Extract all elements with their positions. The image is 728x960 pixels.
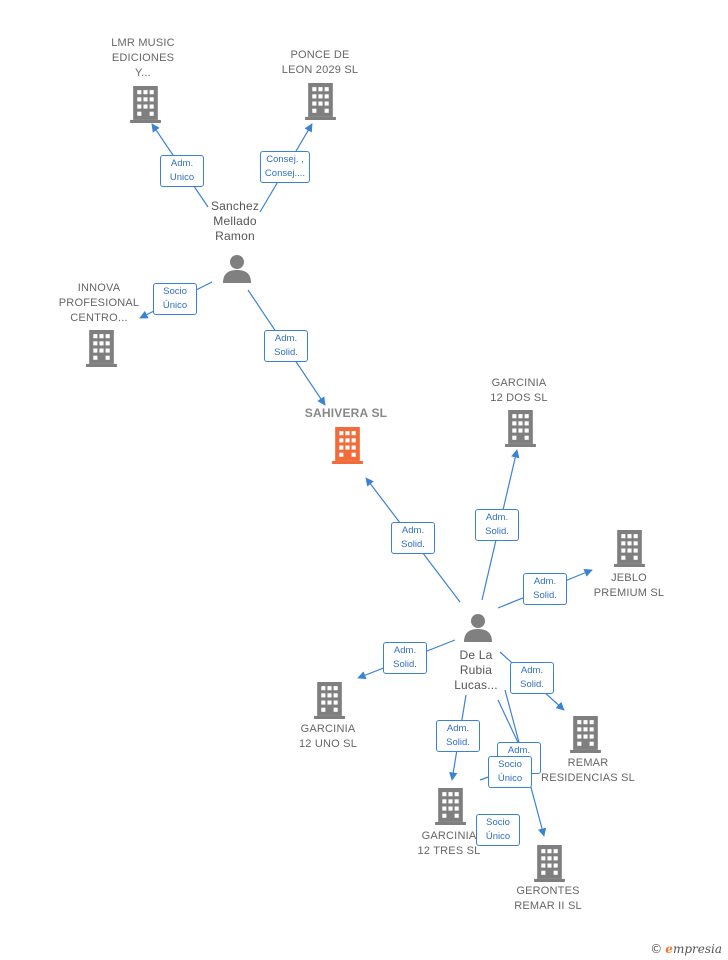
node-label-ponce[interactable]: PONCE DE LEON 2029 SL — [281, 49, 359, 76]
node-label-garcinia3[interactable]: GARCINIA 12 TRES SL — [417, 830, 481, 857]
node-label-innova[interactable]: INNOVA PROFESIONAL CENTRO... — [58, 282, 140, 324]
building-icon-jeblo[interactable] — [614, 530, 645, 567]
node-label-lmr[interactable]: LMR MUSIC EDICIONES Y... — [111, 37, 175, 79]
brand-watermark: ©empresia — [650, 942, 722, 956]
building-icon-innova[interactable] — [86, 330, 117, 367]
node-label-gerontes[interactable]: GERONTES REMAR II SL — [514, 885, 582, 912]
building-icon-ponce[interactable] — [305, 83, 336, 120]
brand-name: mpresia — [672, 942, 722, 956]
relation-badge-sanchez-ponce[interactable]: Consej. , Consej.... — [259, 151, 311, 183]
node-label-garcinia2[interactable]: GARCINIA 12 DOS SL — [490, 377, 548, 404]
building-icon-garcinia1[interactable] — [314, 682, 345, 719]
relation-badge-rubia-gerontes[interactable]: Socio Único — [476, 814, 520, 846]
node-label-sahivera[interactable]: SAHIVERA SL — [304, 406, 388, 420]
relation-badge-sanchez-lmr[interactable]: Adm. Unico — [160, 155, 204, 187]
node-label-sanchez[interactable]: Sanchez Mellado Ramon — [210, 199, 260, 243]
relation-badge-rubia-sahivera[interactable]: Adm. Solid. — [391, 522, 435, 554]
relation-badge-rubia-garcinia1[interactable]: Adm. Solid. — [383, 642, 427, 674]
person-icon-sanchez[interactable] — [223, 255, 251, 283]
building-icon-sahivera[interactable] — [332, 427, 363, 464]
relation-badge-sanchez-innova[interactable]: Socio Único — [153, 283, 197, 315]
node-label-jeblo[interactable]: JEBLO PREMIUM SL — [593, 572, 665, 599]
copyright-icon: © — [650, 942, 663, 956]
relation-badge-rubia-garcinia3[interactable]: Adm. Solid. — [436, 720, 480, 752]
building-icon-garcinia2[interactable] — [505, 410, 536, 447]
node-label-remar[interactable]: REMAR RESIDENCIAS SL — [541, 757, 635, 784]
relation-badge-sanchez-sahivera[interactable]: Adm. Solid. — [264, 330, 308, 362]
relation-badge-rubia-remar-socio[interactable]: Socio Único — [488, 756, 532, 788]
node-label-delarubia[interactable]: De La Rubia Lucas... — [454, 648, 498, 692]
node-label-garcinia1[interactable]: GARCINIA 12 UNO SL — [298, 723, 358, 750]
brand-first-letter: e — [665, 942, 673, 956]
building-icon-garcinia3[interactable] — [435, 788, 466, 825]
relation-badge-rubia-garcinia2[interactable]: Adm. Solid. — [475, 509, 519, 541]
relation-badge-rubia-remar[interactable]: Adm. Solid. — [510, 662, 554, 694]
relation-badge-rubia-jeblo[interactable]: Adm. Solid. — [523, 573, 567, 605]
building-icon-remar[interactable] — [570, 716, 601, 753]
building-icon-lmr[interactable] — [130, 86, 161, 123]
building-icon-gerontes[interactable] — [534, 845, 565, 882]
person-icon-delarubia[interactable] — [464, 614, 492, 642]
